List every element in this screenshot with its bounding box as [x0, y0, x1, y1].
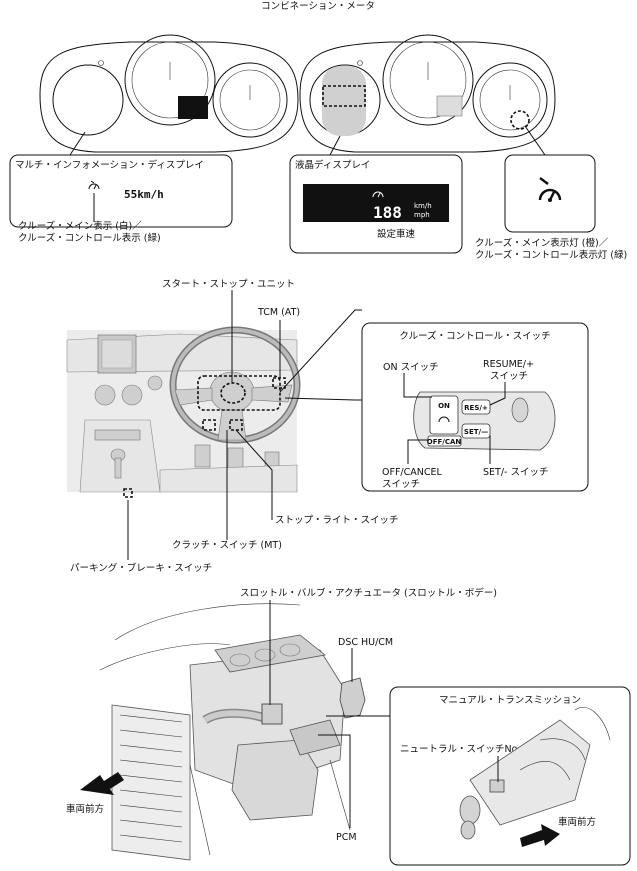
speed-display: 55km/h: [124, 188, 164, 201]
tcm-label: TCM (AT): [257, 307, 300, 318]
vehicle-front-left-label: 車両前方: [66, 803, 104, 815]
manual-transmission-box: [389, 686, 631, 866]
multi-info-display-label: マルチ・インフォメーション・ディスプレイ: [15, 159, 204, 171]
btn-on-text: ON: [438, 402, 450, 410]
cruise-control-lamp-green-label: クルーズ・コントロール表示灯 (緑): [475, 249, 627, 261]
throttle-valve-actuator-label: スロットル・バルブ・アクチュエータ (スロットル・ボデー): [240, 587, 497, 599]
cruise-icon-small: [88, 180, 100, 190]
lcd-unit-kmh: km/h: [414, 202, 432, 210]
set-speed-label: 設定車速: [377, 228, 416, 240]
clutch-switch-label: クラッチ・スイッチ (MT): [172, 540, 282, 551]
neutral-switch-label: ニュートラル・スイッチNo.1: [400, 744, 526, 755]
cruise-control-green-label: クルーズ・コントロール表示 (緑): [18, 232, 161, 244]
engine-illustration: [99, 603, 366, 861]
meter-cluster-right: [299, 34, 556, 153]
lcd-unit-mph: mph: [414, 211, 430, 219]
cruise-switch-box: [361, 322, 589, 492]
pcm-label: PCM: [336, 832, 357, 843]
manual-transmission-label: マニュアル・トランスミッション: [439, 695, 581, 706]
lcd-digits: 188: [373, 203, 402, 222]
btn-res-text: RES/+: [464, 404, 488, 412]
cruise-set-button[interactable]: [461, 423, 491, 439]
multi-info-display-box: [9, 154, 233, 228]
btn-set-text: SET/—: [464, 428, 488, 436]
cruise-on-button[interactable]: [429, 395, 459, 435]
lcd-display-label: 液晶ディスプレイ: [295, 159, 370, 171]
cruise-lamp-box: [504, 154, 596, 233]
cruise-switch-assembly: ON OFF/CAN RES/+ SET/—: [413, 391, 556, 451]
meter-cluster-left: [39, 34, 299, 153]
cruise-main-white-label: クルーズ・メイン表示 (白)／: [18, 220, 142, 232]
cruise-main-lamp-orange-label: クルーズ・メイン表示灯 (橙)／: [475, 237, 609, 249]
offcancel-switch-label-1: OFF/CANCEL: [382, 467, 442, 478]
vehicle-front-right-label: 車両前方: [558, 816, 596, 828]
front-arrow-right: [520, 824, 560, 847]
resume-switch-label-2: スイッチ: [490, 371, 528, 382]
combination-meter-title: コンビネーション・メータ: [261, 1, 375, 12]
dashboard-illustration: [66, 326, 301, 493]
lcd-cruise-icon: [372, 191, 384, 198]
transmission-illustration: [459, 707, 611, 840]
cruise-control-switch-label: クルーズ・コントロール・スイッチ: [399, 330, 550, 342]
cruise-resume-button[interactable]: [461, 399, 491, 415]
speedometer-highlight: [178, 96, 208, 119]
start-stop-unit-label: スタート・ストップ・ユニット: [162, 279, 295, 290]
offcancel-switch-label-2: スイッチ: [382, 479, 420, 490]
lcd-display-box: [289, 154, 463, 254]
resume-switch-label-1: RESUME/+: [483, 359, 534, 370]
cruise-lamp-icon: [538, 177, 562, 202]
front-arrow-left: [80, 772, 124, 795]
set-switch-label: SET/- スイッチ: [483, 467, 548, 478]
parking-brake-switch-label: パーキング・ブレーキ・スイッチ: [70, 562, 212, 574]
stop-light-switch-label: ストップ・ライト・スイッチ: [275, 515, 399, 526]
lcd-screen: [303, 184, 449, 222]
cruise-offcancel-button[interactable]: [427, 435, 462, 447]
on-switch-label: ON スイッチ: [383, 362, 439, 373]
dsc-hu-cm-label: DSC HU/CM: [338, 637, 393, 648]
btn-off-text: OFF/CAN: [427, 438, 462, 446]
